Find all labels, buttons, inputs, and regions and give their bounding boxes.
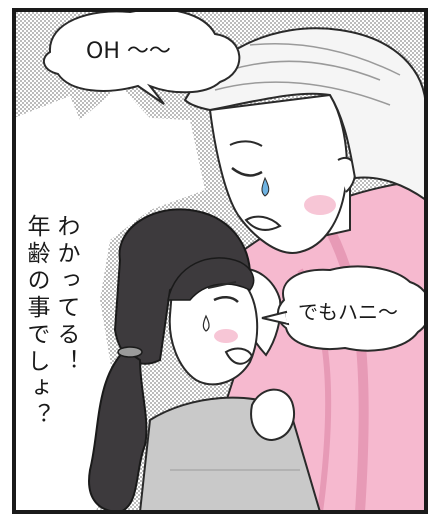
panel-border	[12, 8, 428, 514]
bubble-top-text: OH ～～	[86, 39, 171, 64]
woman-figure	[88, 208, 322, 512]
bubble-right-text: でもハニ～	[298, 300, 398, 324]
narration-line-1: わかってる！	[53, 214, 79, 376]
narration-line-2: 年齢の事でしょ？	[23, 214, 49, 430]
narration-burst	[14, 86, 205, 512]
speech-bubble-right: でもハニ～	[261, 265, 426, 352]
tear-drop-icon	[261, 176, 270, 197]
